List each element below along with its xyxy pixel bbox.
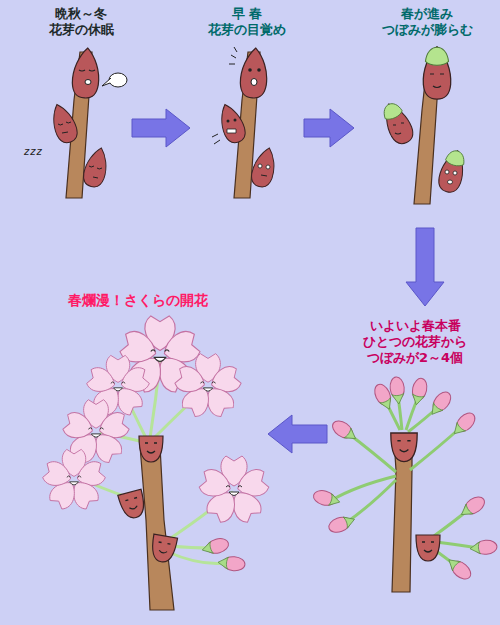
pink-bud [329, 417, 359, 444]
mouth [261, 175, 267, 176]
flower-bud [436, 148, 469, 195]
flower-bud [379, 99, 417, 147]
block-arrow [268, 415, 327, 453]
stage-panel: いよいよ春本番 ひとつの花芽から つぼみが2～4個 [335, 314, 495, 592]
bud-face [430, 74, 444, 88]
block-arrow [406, 228, 444, 306]
pink-bud [469, 539, 497, 555]
bud-face [58, 122, 71, 133]
pink-bud [327, 513, 357, 535]
flower-bud [249, 145, 280, 189]
eye [453, 171, 457, 175]
green-tip [425, 47, 448, 65]
flower-bud [215, 101, 248, 146]
sakura-flower [198, 456, 271, 525]
flower-bud [47, 101, 80, 146]
mouth [251, 79, 257, 86]
wake-marks [212, 134, 220, 144]
bud-cup [139, 436, 163, 462]
branch [392, 440, 412, 592]
pink-bud [409, 377, 428, 406]
eye [234, 119, 237, 122]
bud-cup [149, 534, 177, 564]
bud-cup [416, 535, 440, 561]
eye [248, 68, 252, 72]
stalk [349, 434, 396, 472]
bud-face [393, 123, 404, 134]
flower-bud [81, 145, 112, 189]
sakura-flower [41, 449, 106, 511]
stage-title: いよいよ春本番 ひとつの花芽から つぼみが2～4個 [353, 318, 477, 366]
mouth [448, 180, 453, 184]
eye [258, 164, 262, 168]
bud-face [89, 166, 102, 178]
teeth-mouth [227, 129, 236, 133]
stage-title: 春が進み つぼみが膨らむ [377, 6, 477, 38]
stalk [347, 480, 396, 522]
bud-cup [391, 433, 417, 462]
stage-title: 晩秋～冬 花芽の休眠 [41, 6, 121, 38]
pink-bud [389, 376, 406, 404]
pink-bud [200, 536, 230, 557]
flower-bud [239, 47, 269, 99]
flower-bud [71, 47, 101, 99]
stage-panel: 春爛漫！さくらの開花 [15, 292, 260, 610]
stage-panel: 晩秋～冬 花芽の休眠 [38, 6, 124, 198]
snore-text: zzz [24, 146, 43, 157]
stage-panel: 春が進み つぼみが膨らむ [362, 6, 492, 220]
pink-bud [427, 389, 455, 419]
eye [227, 120, 230, 123]
pink-bud [457, 493, 487, 520]
green-tip [380, 100, 403, 121]
stage-title: 春爛漫！さくらの開花 [18, 292, 258, 309]
pink-bud [444, 554, 474, 582]
branch [140, 446, 174, 610]
eye [445, 170, 449, 174]
wake-marks [229, 47, 237, 64]
stalk [168, 552, 226, 564]
bud-cup [118, 489, 148, 520]
eye [266, 165, 270, 169]
speech-bubble [109, 73, 127, 87]
pink-bud [449, 410, 478, 439]
block-arrow [304, 109, 354, 147]
green-tip [445, 149, 467, 168]
sakura-flower [173, 354, 242, 420]
pink-bud [312, 488, 342, 509]
stage-panel: 早 春 花芽の目覚め [198, 6, 296, 198]
snoring-mouth [85, 80, 91, 85]
flower-bud [423, 47, 451, 99]
eye [257, 68, 261, 72]
pink-bud [217, 555, 245, 571]
stage-title: 早 春 花芽の目覚め [202, 6, 292, 38]
flower-stalks [332, 396, 478, 565]
speech-bubble-tail [102, 78, 111, 86]
sleeping-eyes [79, 70, 95, 71]
block-arrow [132, 109, 190, 147]
